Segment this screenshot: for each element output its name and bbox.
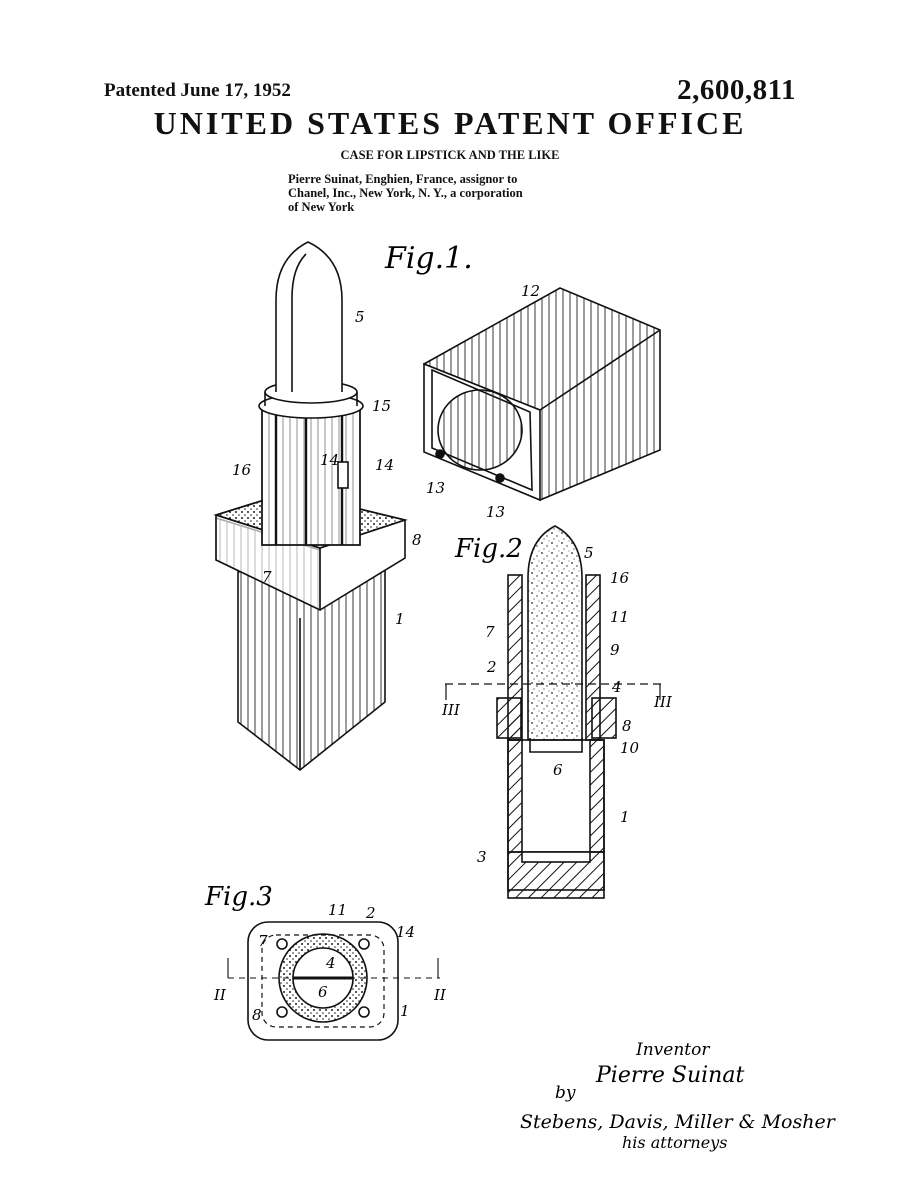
assignment-line-2: Chanel, Inc., New York, N. Y., a corpora… xyxy=(288,186,523,200)
assignment-line-1: Pierre Suinat, Enghien, France, assignor… xyxy=(288,172,518,186)
inventor-name: Pierre Suinat xyxy=(595,1063,744,1088)
by-label: by xyxy=(555,1083,576,1103)
ref-label: 9 xyxy=(610,641,620,659)
fig2-label: Fig.2 xyxy=(454,534,523,564)
ref-label: 1 xyxy=(395,610,405,628)
office-heading: UNITED STATES PATENT OFFICE xyxy=(153,105,747,141)
ref-label: 13 xyxy=(486,503,505,521)
ref-label: 16 xyxy=(232,461,252,479)
ref-label: 1 xyxy=(620,808,630,826)
fig1-cap xyxy=(422,287,661,502)
ref-label: 7 xyxy=(485,623,495,641)
patent-date: Patented June 17, 1952 xyxy=(104,80,291,101)
ref-label: 11 xyxy=(610,608,629,626)
ref-label: 10 xyxy=(620,739,640,757)
ref-label: 2 xyxy=(486,658,497,676)
ref-label: 1 xyxy=(400,1002,410,1020)
ref-label: 2 xyxy=(365,904,376,922)
ref-label: II xyxy=(433,986,447,1004)
ref-label: 6 xyxy=(553,761,563,779)
ref-label: 15 xyxy=(372,397,391,415)
ref-label: 12 xyxy=(521,282,540,300)
ref-label: III xyxy=(441,701,461,719)
ref-label: 13 xyxy=(426,479,445,497)
attorneys-name: Stebens, Davis, Miller & Mosher xyxy=(520,1111,837,1133)
ref-label: 11 xyxy=(328,901,347,919)
ref-label: 5 xyxy=(355,308,365,326)
ref-label: 8 xyxy=(252,1006,262,1024)
ref-label: 7 xyxy=(262,568,272,586)
assignment-line-3: of New York xyxy=(288,200,355,214)
fig1-lipstick xyxy=(213,241,408,772)
ref-label: 6 xyxy=(318,983,328,1001)
ref-label: 4 xyxy=(325,954,336,972)
inventor-label: Inventor xyxy=(635,1040,710,1060)
fig3-topview xyxy=(227,921,440,1041)
ref-label: 16 xyxy=(610,569,630,587)
ref-label: II xyxy=(213,986,227,1004)
fig1-label: Fig.1. xyxy=(384,241,473,276)
ref-label: 8 xyxy=(622,717,632,735)
assignment-text: Pierre Suinat, Enghien, France, assignor… xyxy=(288,172,628,214)
ref-label: III xyxy=(653,693,673,711)
attorneys-label: his attorneys xyxy=(622,1133,727,1152)
patent-number: 2,600,811 xyxy=(677,74,796,106)
ref-label: 14 xyxy=(320,451,339,469)
ref-label: 14 xyxy=(396,923,415,941)
invention-title: CASE FOR LIPSTICK AND THE LIKE xyxy=(340,148,560,162)
ref-label: 4 xyxy=(611,678,622,696)
ref-label: 5 xyxy=(584,544,594,562)
ref-label: 8 xyxy=(412,531,422,549)
ref-label: 3 xyxy=(477,848,487,866)
ref-label: 7 xyxy=(258,932,268,950)
fig3-label: Fig.3 xyxy=(204,882,273,912)
ref-label: 14 xyxy=(375,456,394,474)
fig2-section xyxy=(445,525,662,899)
